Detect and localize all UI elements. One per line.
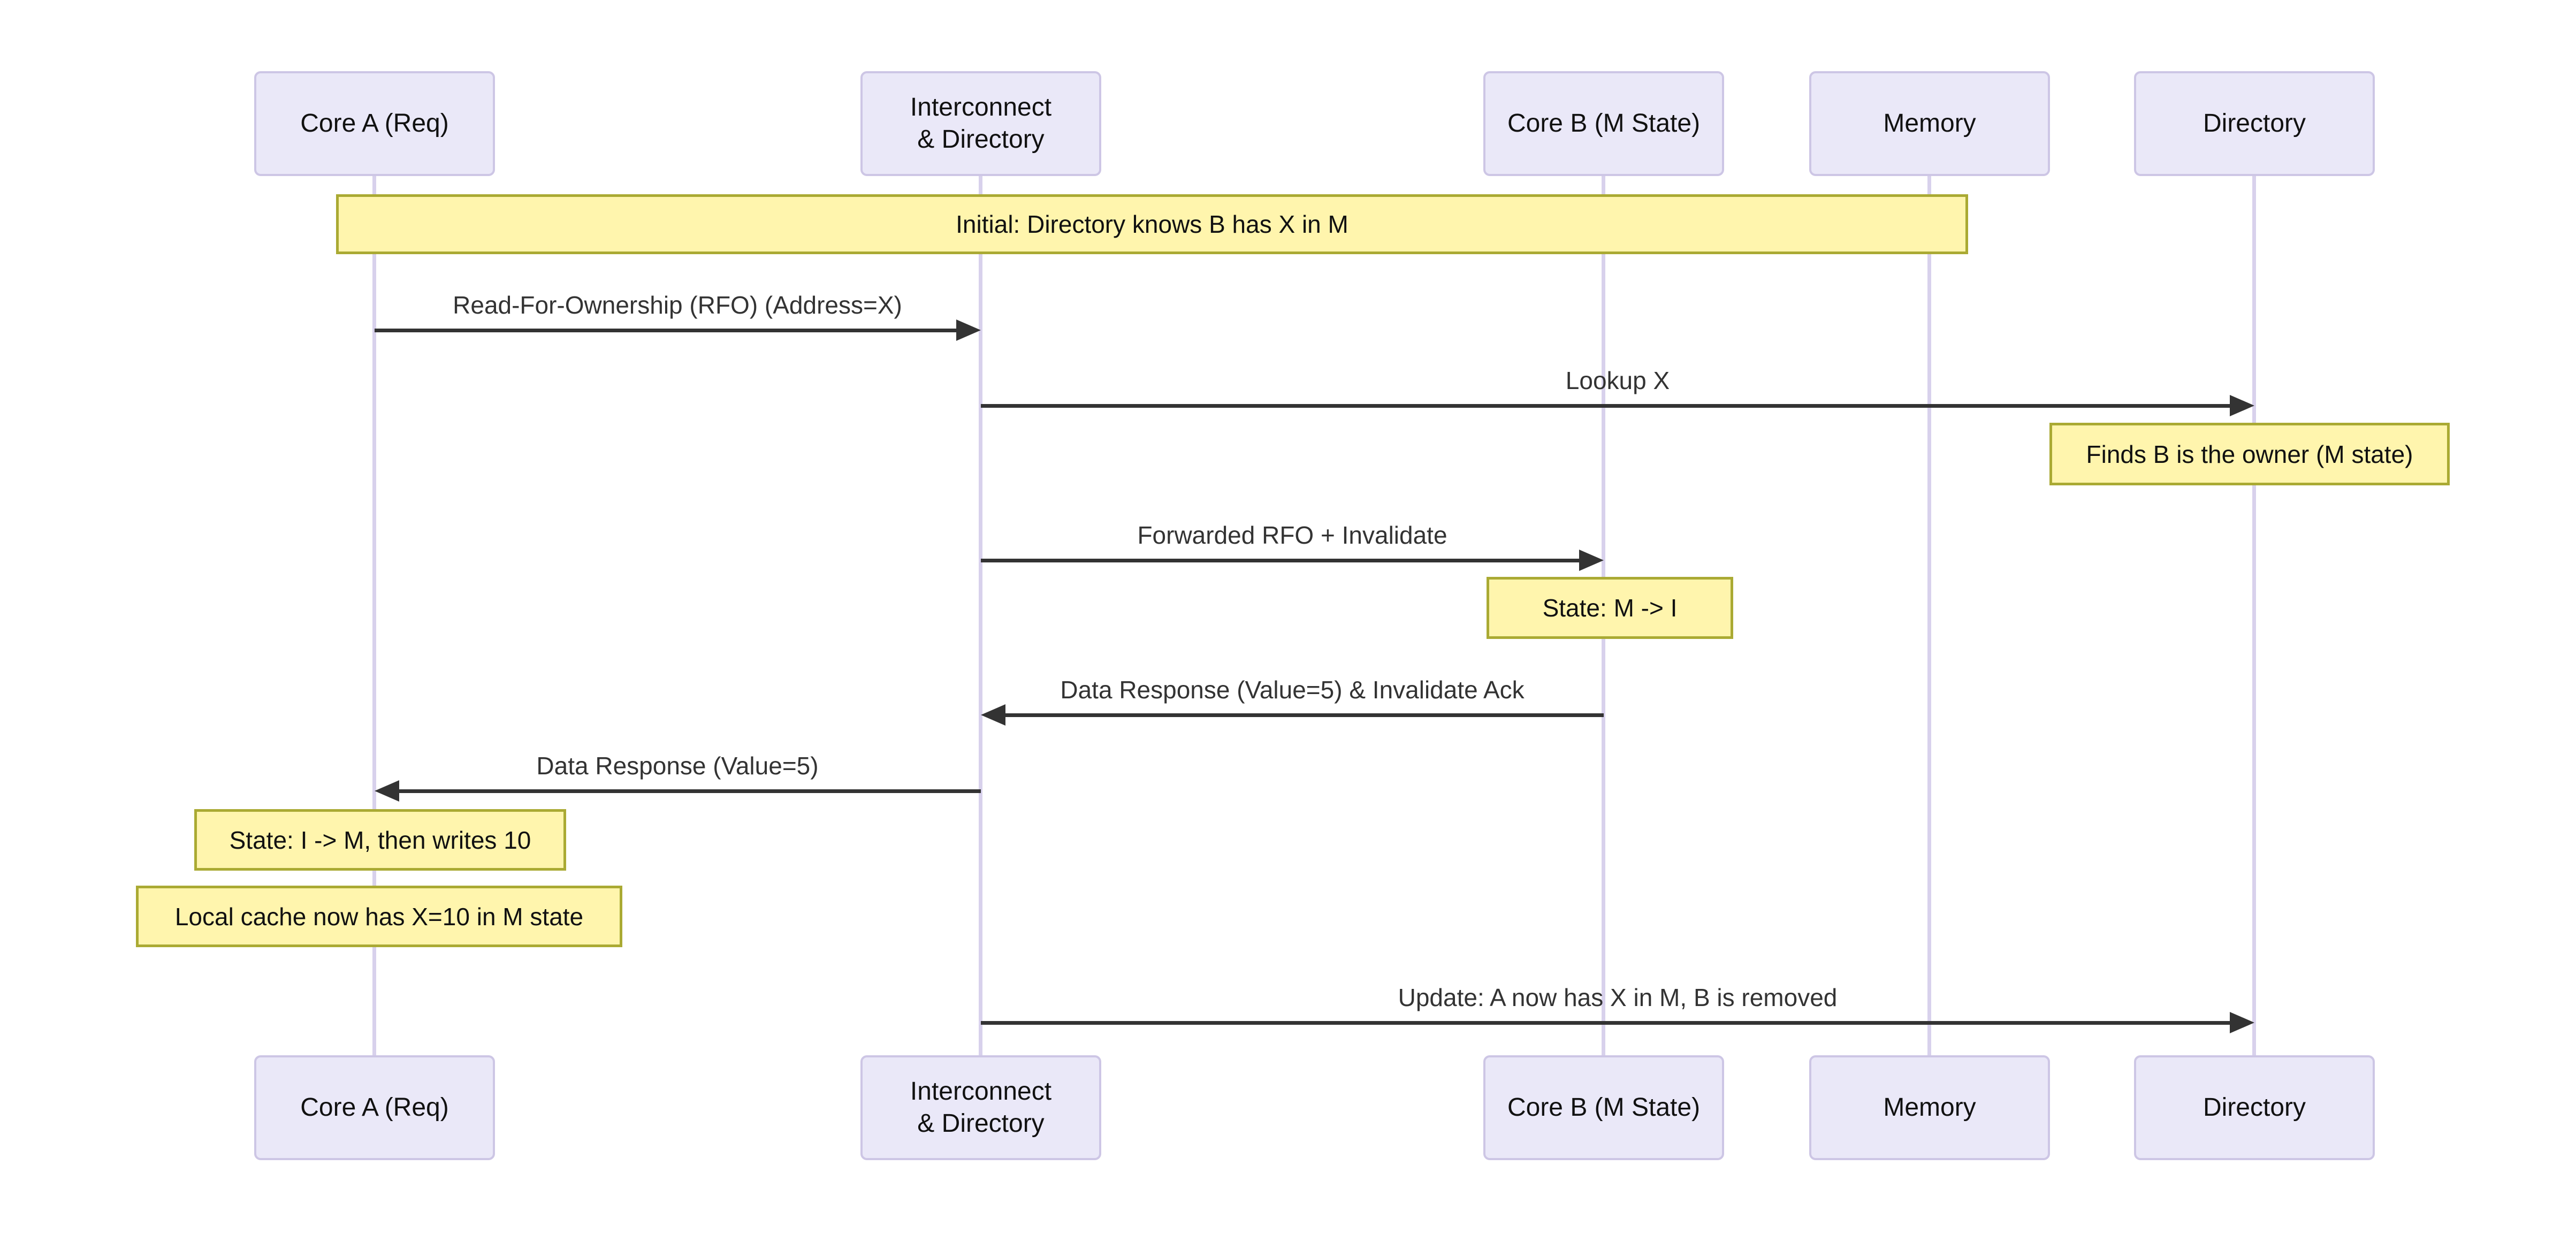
participant-label: Directory (2202, 1093, 2306, 1122)
participant-directory-bottom: Directory (2134, 1055, 2375, 1160)
note-label: State: I -> M, then writes 10 (229, 826, 531, 854)
message-label-rfo: Read-For-Ownership (RFO) (Address=X) (453, 291, 902, 319)
participant-memory-top: Memory (1809, 71, 2050, 176)
participant-label: Core B (M State) (1507, 1093, 1701, 1122)
participant-core-b-top: Core B (M State) (1483, 71, 1724, 176)
message-label-lookup-x: Lookup X (1565, 367, 1670, 394)
arrowhead-icon (2230, 1012, 2254, 1033)
message-line-forwarded-rfo (981, 559, 1582, 562)
message-line-rfo (375, 329, 959, 332)
participant-label: Core A (Req) (300, 109, 449, 138)
note-state-i-to-m: State: I -> M, then writes 10 (194, 809, 566, 871)
participant-label: Memory (1883, 1093, 1976, 1122)
note-initial: Initial: Directory knows B has X in M (336, 194, 1968, 254)
participant-label: Core A (Req) (300, 1093, 449, 1122)
message-label-forwarded-rfo: Forwarded RFO + Invalidate (1137, 521, 1447, 549)
arrowhead-icon (956, 319, 981, 341)
lifeline-core-a (372, 176, 376, 1055)
message-line-data-response-ack (1002, 713, 1604, 717)
message-label-data-response-ack: Data Response (Value=5) & Invalidate Ack (1060, 676, 1525, 704)
participant-label: Core B (M State) (1507, 109, 1701, 138)
arrowhead-icon (375, 780, 399, 802)
note-label: Local cache now has X=10 in M state (174, 902, 584, 931)
note-label: State: M -> I (1542, 594, 1678, 622)
participant-memory-bottom: Memory (1809, 1055, 2050, 1160)
participant-core-b-bottom: Core B (M State) (1483, 1055, 1724, 1160)
lifeline-directory (2252, 176, 2256, 1055)
participant-core-a-top: Core A (Req) (254, 71, 495, 176)
arrowhead-icon (2230, 395, 2254, 416)
message-label-update: Update: A now has X in M, B is removed (1398, 984, 1838, 1011)
participant-label: Memory (1883, 109, 1976, 138)
participant-interconnect-bottom: Interconnect & Directory (860, 1055, 1101, 1160)
note-label: Finds B is the owner (M state) (2086, 440, 2413, 468)
arrowhead-icon (1579, 550, 1604, 571)
arrowhead-icon (981, 704, 1005, 726)
lifeline-interconnect (979, 176, 982, 1055)
lifeline-memory (1927, 176, 1931, 1055)
participant-label: Interconnect & Directory (910, 93, 1052, 154)
message-line-lookup-x (981, 404, 2233, 408)
note-local-cache: Local cache now has X=10 in M state (136, 886, 622, 947)
participant-directory-top: Directory (2134, 71, 2375, 176)
note-state-m-to-i: State: M -> I (1487, 577, 1733, 639)
message-label-data-response: Data Response (Value=5) (536, 752, 819, 780)
participant-label: Directory (2202, 109, 2306, 138)
message-line-data-response (396, 789, 981, 793)
participant-core-a-bottom: Core A (Req) (254, 1055, 495, 1160)
participant-interconnect-top: Interconnect & Directory (860, 71, 1101, 176)
message-line-update (981, 1021, 2233, 1025)
note-label: Initial: Directory knows B has X in M (956, 210, 1348, 238)
participant-label: Interconnect & Directory (910, 1077, 1052, 1138)
note-finds-owner: Finds B is the owner (M state) (2049, 423, 2450, 485)
